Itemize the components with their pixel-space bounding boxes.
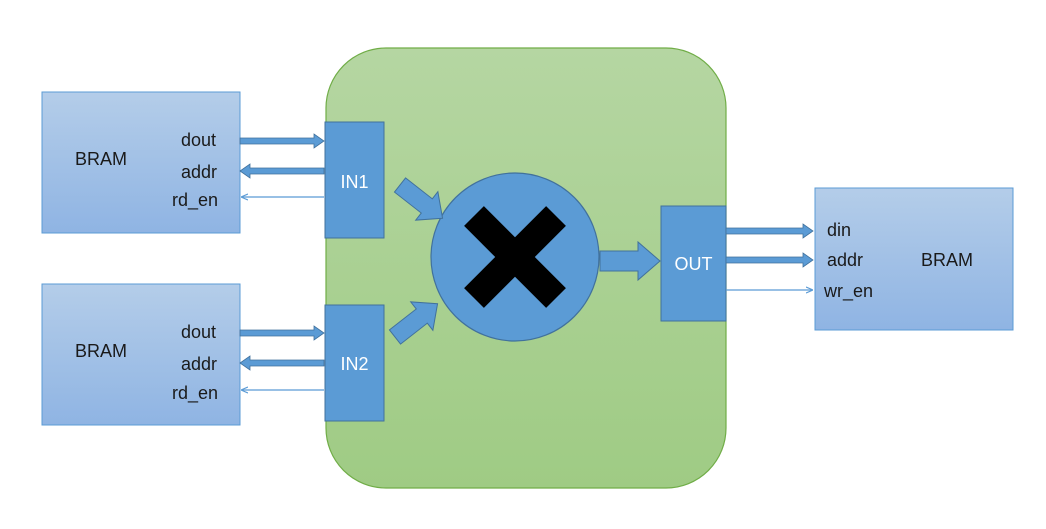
out-block: OUT — [660, 205, 727, 322]
bram-input-1-port-rd-en: rd_en — [172, 190, 218, 211]
bram-output-port-addr: addr — [827, 250, 863, 270]
bram-output-port-din: din — [827, 220, 851, 240]
bram-input-2-port-addr: addr — [181, 354, 217, 374]
wire-bram1-dout-to-in1 — [239, 133, 325, 149]
in2-block: IN2 — [324, 304, 385, 422]
multiplier-unit — [430, 172, 600, 342]
arrow-multiplier-to-out — [599, 240, 661, 282]
wire-out-din-to-bram-out — [725, 223, 814, 239]
bram-input-2-port-dout: dout — [181, 322, 216, 342]
bram-input-1-port-dout: dout — [181, 130, 216, 150]
bram-output: BRAM din addr wr_en — [814, 187, 1014, 331]
wire-bram2-dout-to-in2 — [239, 325, 325, 341]
in1-block: IN1 — [324, 121, 385, 239]
in2-label: IN2 — [340, 354, 368, 374]
bram-input-2-title: BRAM — [75, 341, 127, 361]
arrow-in1-to-multiplier — [393, 177, 444, 221]
bram-input-2-port-rd-en: rd_en — [172, 383, 218, 404]
bram-input-1-title: BRAM — [75, 149, 127, 169]
bram-input-2: BRAM dout addr rd_en — [41, 283, 241, 426]
wire-in1-addr-to-bram1 — [239, 163, 325, 179]
wire-in2-addr-to-bram2 — [239, 355, 325, 371]
multiply-x-icon — [464, 206, 566, 308]
out-label: OUT — [675, 254, 713, 274]
in1-label: IN1 — [340, 172, 368, 192]
arrow-in2-to-multiplier — [388, 301, 439, 345]
bram-input-1: BRAM dout addr rd_en — [41, 91, 241, 234]
bram-output-port-wr-en: wr_en — [823, 281, 873, 302]
bram-output-title: BRAM — [921, 250, 973, 270]
wire-out-addr-to-bram-out — [725, 252, 814, 268]
bram-input-1-port-addr: addr — [181, 162, 217, 182]
